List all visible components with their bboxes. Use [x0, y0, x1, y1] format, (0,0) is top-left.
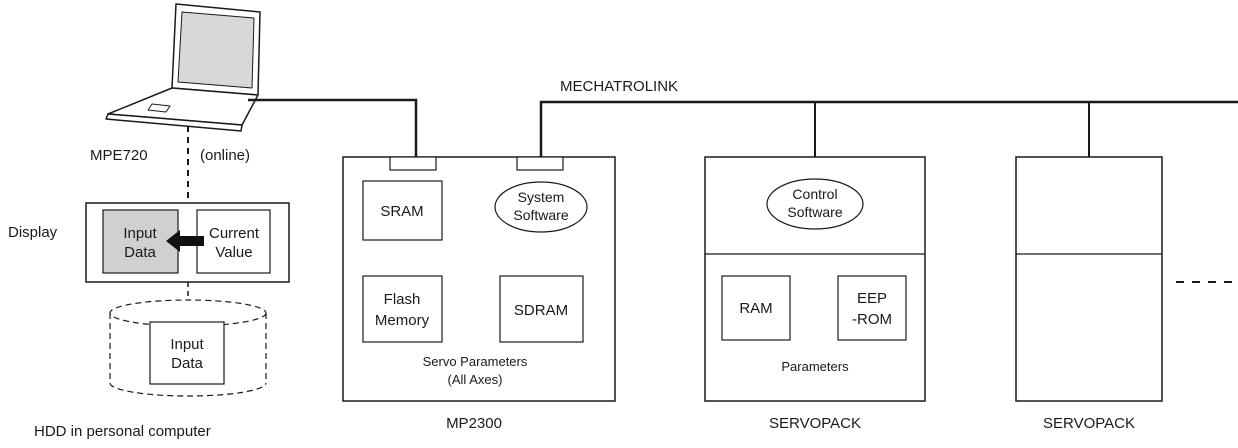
system-software-line1: System [518, 189, 565, 205]
hdd-input-data-line1: Input [170, 336, 204, 353]
ram-label: RAM [739, 300, 772, 317]
control-software-line2: Software [787, 204, 842, 220]
display-input-data-line1: Input [123, 225, 157, 242]
sdram-label: SDRAM [514, 302, 568, 319]
servo-parameters-line2: (All Axes) [448, 372, 503, 387]
sdram-box [499, 275, 584, 343]
control-software-ellipse [766, 178, 864, 230]
flash-memory-line1: Flash [384, 291, 421, 308]
hdd-label: HDD in personal computer [34, 423, 211, 440]
online-label: (online) [200, 147, 250, 164]
servopack-1-label: SERVOPACK [769, 415, 861, 432]
mp2300-port-left [389, 156, 437, 171]
mp2300-label: MP2300 [446, 415, 502, 432]
display-current-value-line1: Current [209, 225, 260, 242]
display-input-data-line2: Data [124, 244, 156, 261]
parameters-label: Parameters [781, 359, 849, 374]
ram-box [721, 275, 791, 341]
flash-memory-box [362, 275, 443, 343]
eeprom-line1: EEP [857, 290, 887, 307]
servopack-2-label: SERVOPACK [1043, 415, 1135, 432]
mechatrolink-label: MECHATROLINK [560, 78, 678, 95]
system-software-line2: Software [513, 207, 568, 223]
flash-memory-line2: Memory [375, 312, 430, 329]
servo-parameters-line1: Servo Parameters [423, 354, 528, 369]
mp2300-port-right [516, 156, 564, 171]
display-label: Display [8, 224, 58, 241]
sram-box [362, 180, 443, 241]
control-software-line1: Control [792, 186, 837, 202]
mpe720-label: MPE720 [90, 147, 148, 164]
laptop-icon [105, 3, 261, 132]
laptop-link [248, 98, 418, 157]
hdd-input-data-line2: Data [171, 355, 203, 372]
copy-arrow-icon [166, 230, 204, 252]
eeprom-box [837, 275, 907, 341]
display-current-value-line2: Value [215, 244, 252, 261]
display-current-value [196, 209, 271, 274]
servopack-2-box [1015, 156, 1163, 402]
hdd-input-data [149, 321, 225, 385]
sram-label: SRAM [380, 203, 423, 220]
mechatrolink-bus [539, 100, 1238, 157]
system-software-ellipse [494, 181, 588, 233]
eeprom-line2: -ROM [852, 311, 892, 328]
